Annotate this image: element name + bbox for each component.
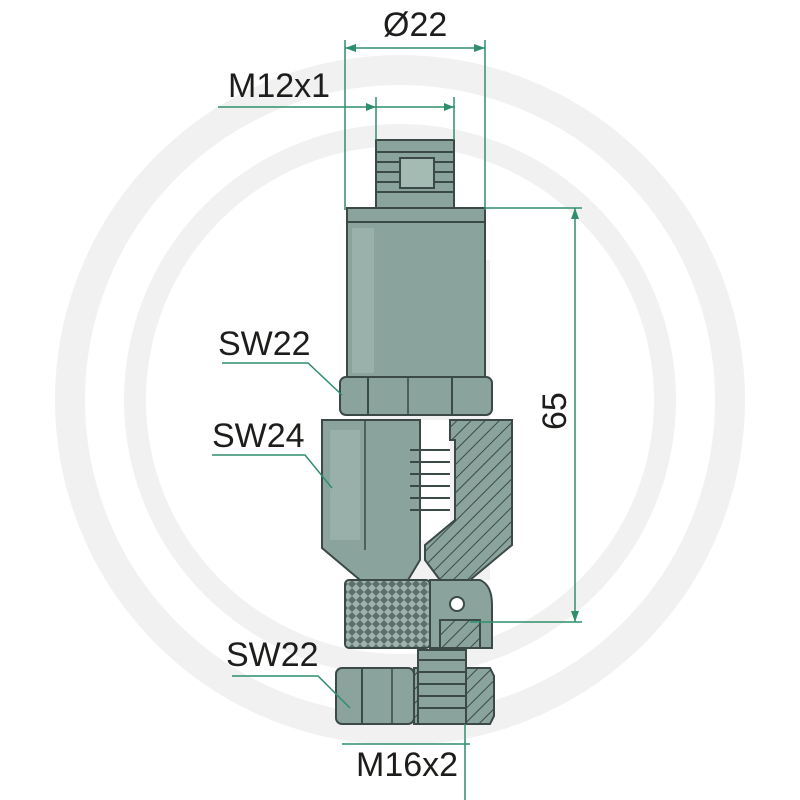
wrench-upper-label: SW22	[218, 325, 311, 363]
thread-top-label: M12x1	[228, 67, 330, 105]
dimension-arrows	[345, 44, 579, 622]
upper-hex-nut	[339, 376, 493, 416]
thread-bottom-label: M16x2	[356, 746, 458, 784]
top-thread-stub	[375, 139, 455, 211]
middle-hex-body	[321, 419, 450, 581]
knurled-nut	[344, 579, 493, 649]
diameter-label: Ø22	[383, 6, 447, 44]
height-label: 65	[536, 392, 574, 430]
lower-hex-nut	[335, 649, 495, 725]
dimension-lines	[212, 40, 582, 800]
upper-body	[346, 207, 486, 378]
wrench-middle-label: SW24	[212, 417, 305, 455]
wrench-lower-label: SW22	[226, 636, 319, 674]
